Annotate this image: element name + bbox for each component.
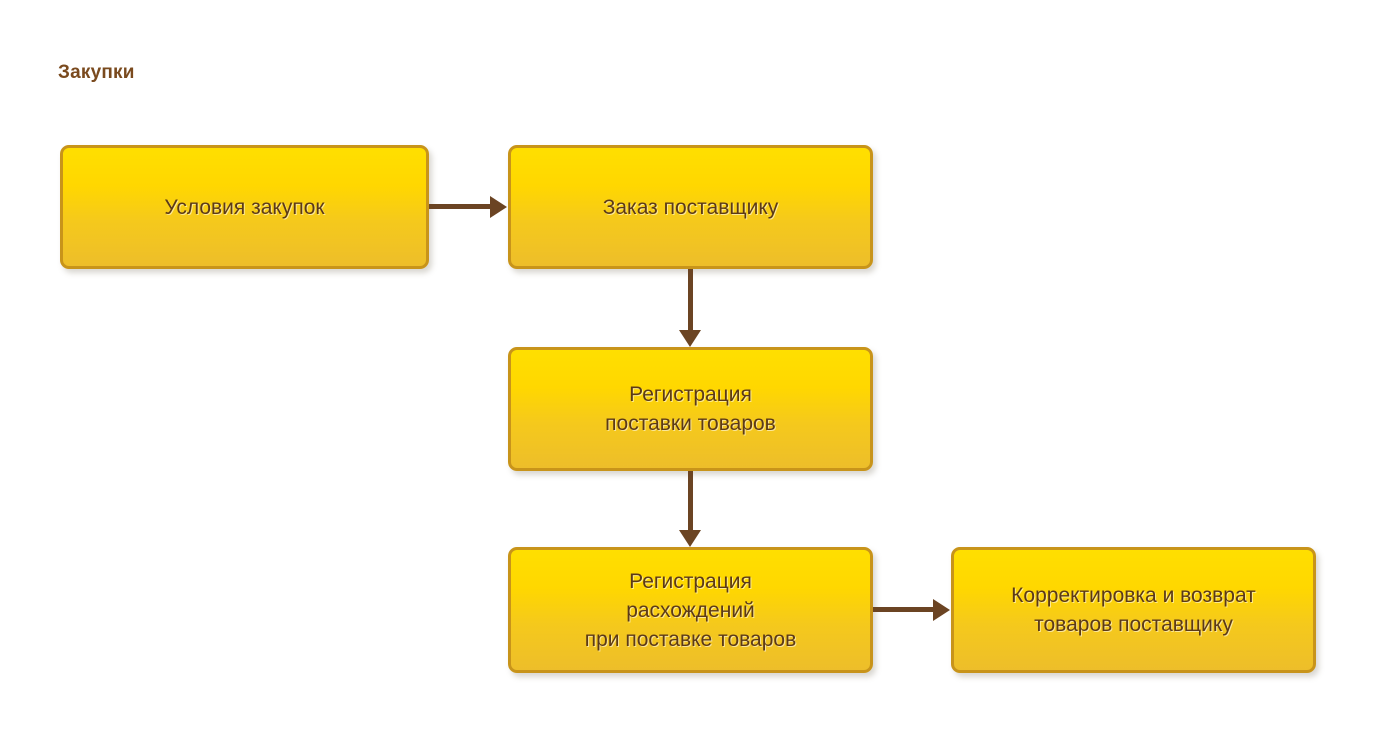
node-goods-delivery-registration[interactable]: Регистрация поставки товаров — [508, 347, 873, 471]
node-label: Регистрация расхождений при поставке тов… — [584, 569, 797, 651]
connector-line — [429, 204, 491, 209]
node-supplier-order[interactable]: Заказ поставщику — [508, 145, 873, 269]
arrow-head-down-icon — [679, 530, 701, 547]
node-label: Заказ поставщику — [602, 195, 779, 219]
node-label: Корректировка и возврат товаров поставщи… — [1011, 584, 1256, 636]
page-title: Закупки — [58, 62, 135, 83]
node-label: Условия закупок — [164, 195, 325, 219]
arrow-head-down-icon — [679, 330, 701, 347]
node-label: Регистрация поставки товаров — [605, 383, 776, 435]
connector-line — [688, 471, 693, 531]
node-conditions[interactable]: Условия закупок — [60, 145, 429, 269]
node-correction-and-return[interactable]: Корректировка и возврат товаров поставщи… — [951, 547, 1316, 673]
arrow-head-right-icon — [933, 599, 950, 621]
arrow-head-right-icon — [490, 196, 507, 218]
node-discrepancy-registration[interactable]: Регистрация расхождений при поставке тов… — [508, 547, 873, 673]
connector-line — [873, 607, 934, 612]
connector-line — [688, 269, 693, 331]
